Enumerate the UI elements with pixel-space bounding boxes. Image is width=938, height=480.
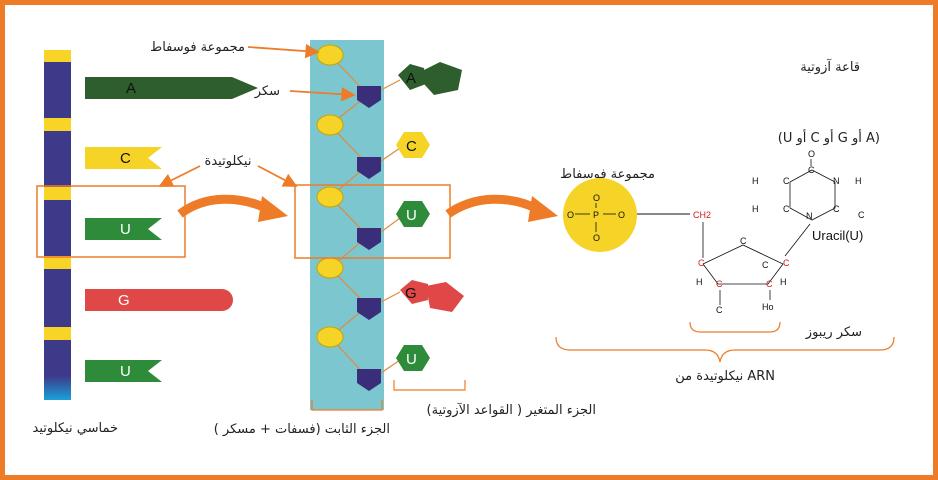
- nucleotide-left-arrow: [158, 165, 201, 187]
- pentanucleotide-strand: A C U G U: [36, 50, 258, 400]
- big-arrow-head: [258, 196, 288, 222]
- variable-part-bracket: [393, 380, 466, 391]
- svg-text:H: H: [752, 204, 759, 214]
- strand-joint: [44, 327, 71, 340]
- strand-joint: [44, 118, 71, 131]
- svg-text:C: C: [716, 279, 723, 289]
- nitrogen-base-title: قاعة آزوتية: [800, 58, 860, 75]
- sugar: [357, 298, 381, 320]
- svg-text:H: H: [696, 277, 703, 287]
- base-U2: U: [396, 345, 430, 371]
- sugar: [357, 86, 381, 108]
- strand-base-tag: [85, 360, 162, 382]
- svg-text:C: C: [716, 305, 723, 315]
- strand-base-letter: C: [120, 150, 131, 167]
- strand-base-tag: [85, 77, 258, 99]
- sugar: [357, 157, 381, 179]
- sugar-label-arrow: [289, 87, 356, 102]
- phosphate: [316, 326, 344, 348]
- svg-text:C: C: [762, 260, 769, 270]
- big-arrow: [445, 194, 543, 218]
- base-A: A: [398, 62, 462, 95]
- sugar: [357, 228, 381, 250]
- rna-molecule: A C U G U: [294, 40, 464, 410]
- svg-text:C: C: [740, 236, 747, 246]
- base-letter: U: [406, 351, 417, 368]
- base-letter: C: [406, 138, 417, 155]
- svg-text:H: H: [780, 277, 787, 287]
- strand-base-tag: [85, 289, 233, 311]
- svg-text:O: O: [808, 149, 815, 159]
- svg-text:C: C: [766, 279, 773, 289]
- strand-base-tag: [85, 218, 162, 240]
- svg-text:C: C: [858, 210, 865, 220]
- uracil-label: Uracil(U): [812, 228, 863, 243]
- base-C: C: [396, 132, 430, 158]
- svg-text:Ho: Ho: [762, 302, 774, 312]
- sugar-label: سكر: [254, 84, 280, 99]
- big-arrow-head: [528, 196, 558, 222]
- svg-text:O: O: [567, 210, 574, 220]
- base-U: U: [396, 201, 430, 227]
- svg-text:C: C: [833, 204, 840, 214]
- strand-joint: [44, 187, 71, 200]
- strand-base-letter: U: [120, 363, 131, 380]
- pentanucleotide-label: خماسي نيكلوتيد: [33, 421, 118, 436]
- svg-text:C: C: [783, 204, 790, 214]
- phosphate-circle: [563, 178, 637, 252]
- ribose-bracket: [689, 321, 781, 333]
- variable-part-label: الجزء المتغير ( القواعد الآزوتية): [427, 402, 596, 418]
- svg-text:H: H: [752, 176, 759, 186]
- strand-base-letter: U: [120, 221, 131, 238]
- svg-text:P: P: [593, 210, 599, 220]
- strand-base-letter: A: [126, 80, 136, 97]
- strand-joint: [44, 50, 71, 62]
- big-arrow: [177, 194, 273, 218]
- phosphate: [316, 114, 344, 136]
- phosphate-group-right-label: مجموعة فوسفاط: [560, 167, 655, 182]
- bases-options: (U أو C أو G أو A): [778, 129, 880, 146]
- ribose-sugar-label: سكر ريبوز: [805, 325, 862, 340]
- fixed-part-label: الجزء الثابت (فسفات + مسكر ): [214, 422, 390, 437]
- sugar: [357, 369, 381, 391]
- svg-text:O: O: [593, 193, 600, 203]
- svg-text:CH2: CH2: [693, 210, 711, 220]
- base-letter: G: [405, 285, 417, 302]
- arn-nucleotide-label: نيكلوتيدة من ARN: [675, 369, 775, 384]
- svg-text:N: N: [833, 176, 840, 186]
- base-letter: U: [406, 207, 417, 224]
- strand-bottom: [44, 340, 71, 400]
- svg-text:C: C: [783, 258, 790, 268]
- nucleotide-right-arrow: [257, 165, 298, 187]
- phosphate: [316, 44, 344, 66]
- phosphate-group-label: مجموعة فوسفاط: [150, 40, 245, 55]
- phosphate-label-arrow: [247, 43, 320, 59]
- svg-text:H: H: [855, 176, 862, 186]
- strand-joint: [44, 256, 71, 269]
- strand-base-tag: [85, 147, 162, 169]
- base-letter: A: [406, 70, 416, 87]
- svg-text:O: O: [618, 210, 625, 220]
- phosphate: [316, 257, 344, 279]
- chemical-structure: قاعة آزوتية (U أو C أو G أو A) مجموعة فو…: [555, 58, 895, 384]
- nucleotide-label: نيكلوتيدة: [205, 154, 252, 169]
- svg-text:O: O: [593, 233, 600, 243]
- nucleotide-highlight-box: [294, 184, 451, 259]
- svg-text:C: C: [808, 165, 815, 175]
- svg-text:C: C: [698, 258, 705, 268]
- phosphate: [316, 186, 344, 208]
- strand-base-letter: G: [118, 292, 130, 309]
- svg-text:C: C: [783, 176, 790, 186]
- fixed-part-bracket: [311, 400, 383, 411]
- nucleotide-highlight-box: [36, 185, 186, 258]
- svg-text:N: N: [806, 211, 813, 221]
- backbone-line: [329, 54, 369, 379]
- base-G: G: [400, 280, 464, 312]
- arn-nucleotide-bracket: [555, 336, 895, 363]
